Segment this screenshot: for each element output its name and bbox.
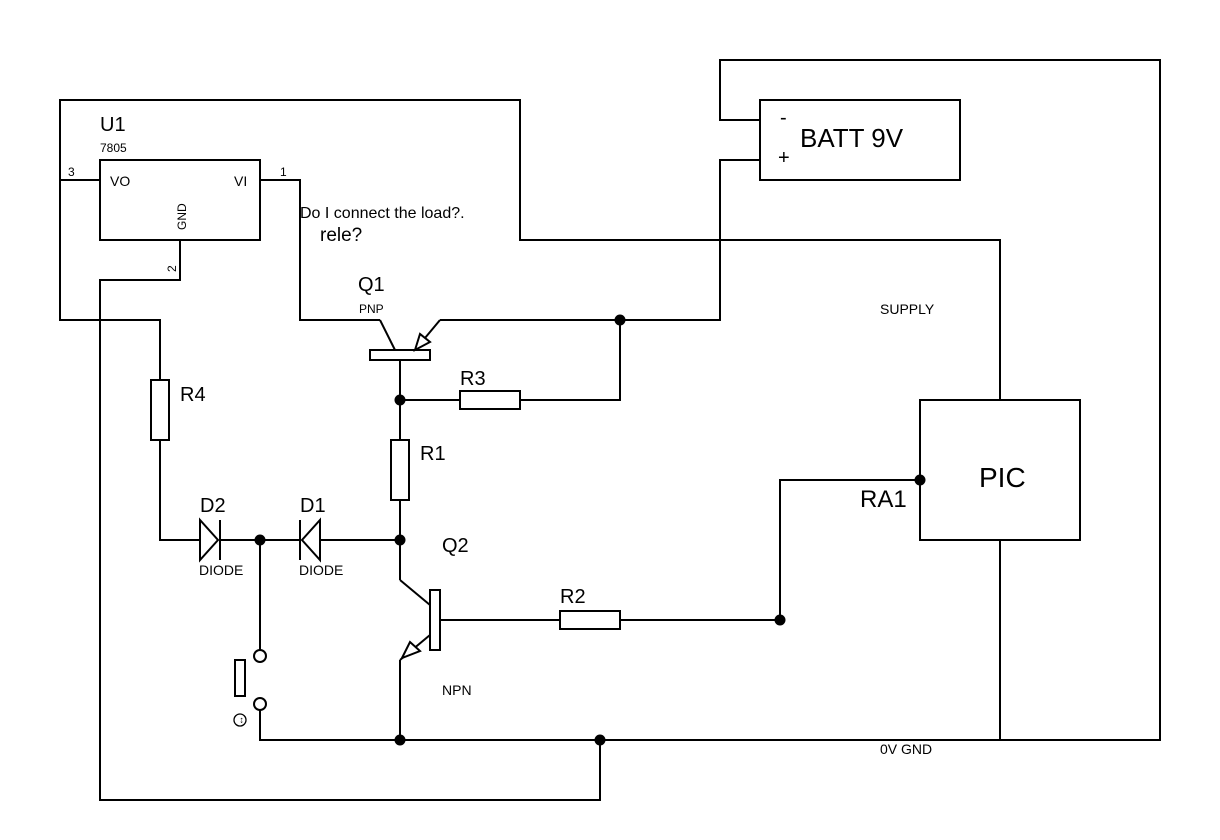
wire-r4-d2 (159, 440, 200, 541)
wire-batt-neg-loop (719, 59, 1161, 741)
question-line1: Do I connect the load?. (300, 205, 465, 222)
d1-triangle (300, 517, 321, 563)
regulator-ref: U1 (100, 114, 126, 136)
regulator-pin-vi: VI (234, 173, 247, 189)
resistor-r3: R3 (459, 368, 521, 410)
resistor-r1: R1 (390, 439, 446, 501)
q1-collector-lead (379, 319, 396, 351)
r1-ref: R1 (420, 443, 446, 465)
regulator-body (99, 159, 261, 241)
junction-r2 (774, 614, 786, 626)
q1-ref: Q1 (358, 274, 385, 296)
q1-type: PNP (359, 302, 384, 316)
switch-symbol: ↔ (235, 716, 245, 725)
junction-r3 (394, 394, 406, 406)
q1-emitter-arrow (413, 332, 432, 353)
junctions (254, 314, 926, 746)
battery-label: BATT 9V (800, 123, 904, 153)
q1-base-bar (369, 349, 431, 361)
d1-ref: D1 (300, 495, 326, 517)
regulator-u1: U1 7805 VO VI GND 3 1 2 (68, 114, 287, 272)
switch-actuator (234, 659, 246, 697)
pic-pin-ra1: RA1 (860, 486, 907, 513)
question-line2: rele? (320, 225, 362, 246)
switch-terminal-bottom (253, 697, 267, 711)
junction-diodes (254, 534, 266, 546)
r3-body (459, 390, 521, 410)
net-gnd: 0V GND (880, 741, 932, 757)
transistor-q1: Q1 PNP (358, 274, 441, 361)
pic-body (919, 399, 1081, 541)
r4-ref: R4 (180, 384, 206, 406)
regulator-pin-gnd: GND (175, 203, 189, 230)
wire-switch-bottom (259, 710, 1000, 741)
d2-type: DIODE (199, 562, 243, 578)
r4-body (150, 379, 170, 441)
junction-q1-emitter (614, 314, 626, 326)
resistor-r2: R2 (559, 586, 621, 630)
transistor-q2: Q2 NPN (399, 535, 472, 698)
regulator-pin3: 3 (68, 165, 75, 179)
d2-ref: D2 (200, 495, 226, 517)
diode-d1: D1 DIODE (299, 495, 343, 578)
junction-q2-collector (394, 534, 406, 546)
r1-body (390, 439, 410, 501)
diode-d2: D2 DIODE (199, 495, 243, 578)
battery-neg: - (780, 107, 787, 129)
battery-body (759, 99, 961, 181)
junction-gnd-u1 (594, 734, 606, 746)
pic-label: PIC (979, 462, 1026, 493)
q2-ref: Q2 (442, 535, 469, 557)
wire-batt-pos (440, 159, 760, 321)
battery: - + BATT 9V (759, 99, 961, 181)
q2-emitter-arrow (399, 640, 422, 660)
wire-vi-to-q1 (260, 179, 380, 321)
switch-symbol-circle (233, 713, 247, 727)
regulator-pin1: 1 (280, 165, 287, 179)
pic-mcu: PIC RA1 (860, 399, 1081, 541)
r2-ref: R2 (560, 586, 586, 608)
resistor-r4: R4 (150, 379, 206, 441)
battery-pos: + (778, 147, 790, 169)
wire-u1-gnd-loop (99, 240, 601, 801)
r3-ref: R3 (460, 368, 486, 390)
d2-triangle (199, 517, 220, 563)
d1-type: DIODE (299, 562, 343, 578)
r2-body (559, 610, 621, 630)
regulator-pin2: 2 (165, 265, 179, 272)
regulator-part: 7805 (100, 141, 127, 155)
wires (59, 59, 1161, 801)
junction-ra1 (914, 474, 926, 486)
junction-gnd-q2 (394, 734, 406, 746)
switch-terminal-top (253, 649, 267, 663)
q2-collector-lead (399, 579, 431, 606)
wire-vo-to-r4 (59, 180, 161, 380)
net-supply: SUPPLY (880, 301, 935, 317)
regulator-pin-vo: VO (110, 173, 130, 189)
wire-r2-ra1 (620, 479, 920, 621)
q2-base-bar (429, 589, 441, 651)
wire-r3-loop (520, 320, 621, 401)
pushbutton: ↔ (233, 649, 267, 727)
q2-type: NPN (442, 682, 472, 698)
